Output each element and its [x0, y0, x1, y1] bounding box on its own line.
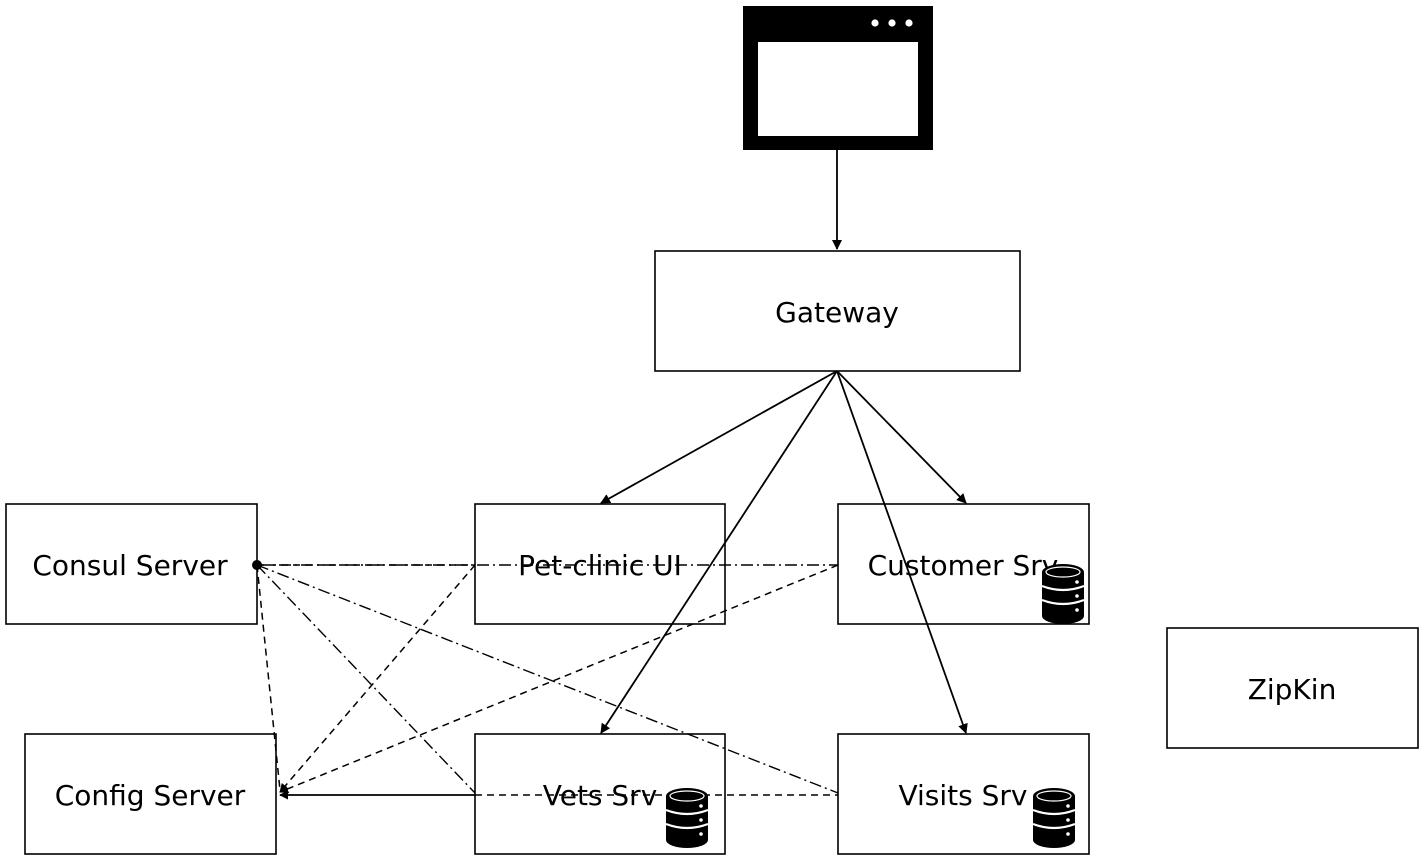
gateway-node: Gateway: [654, 250, 1021, 372]
config-server-label: Config Server: [55, 779, 246, 812]
zipkin-node: ZipKin: [1166, 627, 1419, 749]
consul-to-vets-line: [256, 564, 476, 794]
visits-srv-label: Visits Srv: [898, 779, 1027, 812]
consul-to-visits-line: [256, 564, 839, 794]
config-lines: [256, 564, 839, 800]
pet-clinic-ui-label: Pet-clinic UI: [518, 549, 682, 582]
gateway-to-visits-arrow: [836, 370, 968, 734]
gateway-to-vets-arrow: [600, 370, 838, 734]
gateway-label: Gateway: [775, 296, 899, 329]
visits-database-icon: [1031, 786, 1077, 850]
config-server-node: Config Server: [24, 733, 277, 855]
registration-lines: [256, 564, 839, 796]
zipkin-label: ZipKin: [1248, 673, 1337, 706]
vets-database-icon: [664, 786, 710, 850]
customer-to-config-line: [279, 564, 839, 794]
consul-connection-dot: [252, 560, 262, 570]
consul-to-config-line: [256, 564, 281, 791]
customer-database-icon: [1040, 562, 1086, 626]
consul-server-label: Consul Server: [32, 549, 228, 582]
browser-window-icon: [743, 6, 933, 150]
gateway-routes: [600, 150, 968, 734]
gateway-to-petclinic-arrow: [600, 370, 838, 504]
pet-clinic-ui-node: [474, 503, 726, 625]
consul-server-node: Consul Server: [5, 503, 258, 625]
customer-srv-label: Customer Srv: [868, 549, 1059, 582]
gateway-to-customer-arrow: [836, 370, 967, 504]
petclinic-to-config-line: [279, 564, 476, 793]
vets-srv-label: Vets Srv: [543, 779, 658, 812]
